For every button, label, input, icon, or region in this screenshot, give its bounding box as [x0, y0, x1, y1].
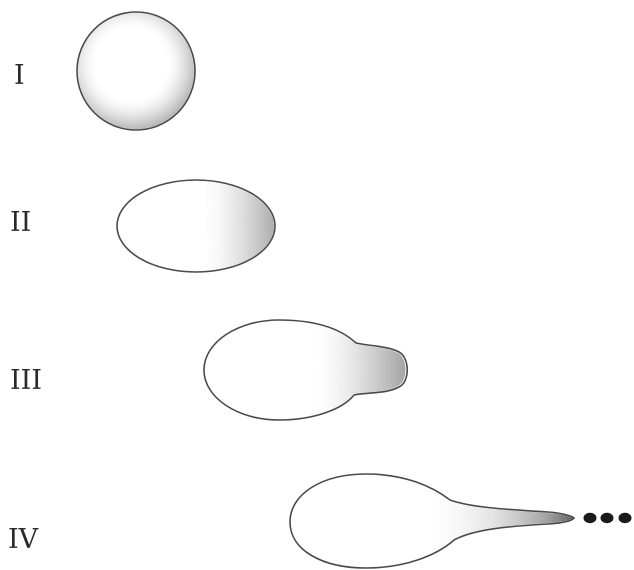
stage-label: I: [14, 60, 25, 91]
stage-1: I: [14, 12, 195, 130]
stage-label: III: [10, 365, 42, 396]
stage-label: IV: [8, 524, 39, 555]
droplet-grain: [118, 181, 274, 271]
droplet-grain: [205, 321, 406, 419]
stage-label: II: [10, 207, 31, 238]
stage-3: III: [10, 320, 407, 420]
droplet-grain: [78, 13, 194, 129]
stage-2: II: [10, 180, 275, 272]
satellite-droplet: [584, 513, 597, 523]
stage-4: IV: [8, 474, 632, 568]
satellite-droplet: [619, 513, 632, 523]
satellite-droplet: [601, 513, 614, 523]
